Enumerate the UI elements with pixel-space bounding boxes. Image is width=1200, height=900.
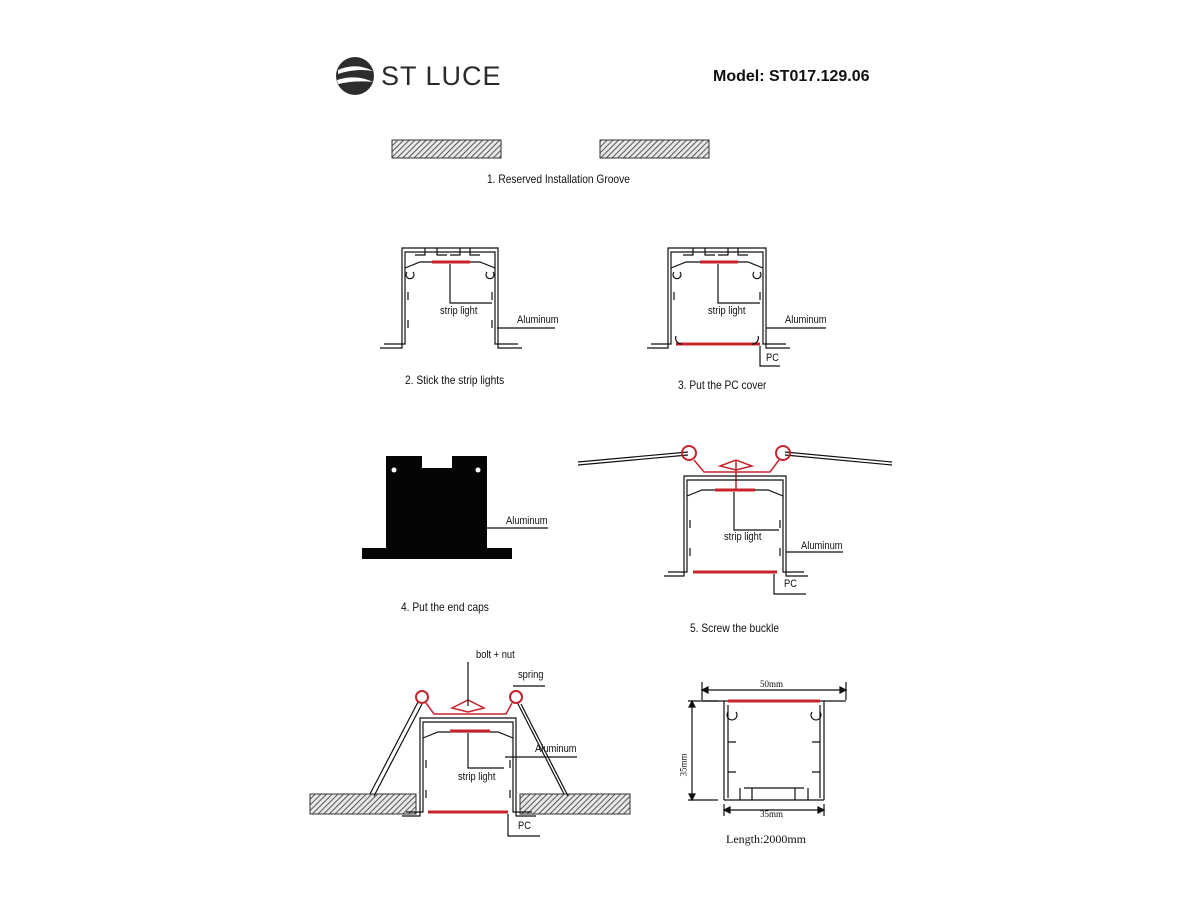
step6-installed bbox=[309, 662, 631, 837]
step6-pc-label: PC bbox=[518, 820, 531, 832]
step6-bolt-nut-label: bolt + nut bbox=[476, 649, 515, 661]
step2-aluminum-label: Aluminum bbox=[517, 314, 559, 326]
step1-caption: 1. Reserved Installation Groove bbox=[487, 172, 630, 186]
step3-aluminum-label: Aluminum bbox=[785, 314, 827, 326]
step5-aluminum-label: Aluminum bbox=[801, 540, 843, 552]
step3-caption: 3. Put the PC cover bbox=[678, 378, 767, 392]
step3-strip-light-label: strip light bbox=[708, 305, 746, 317]
step5-strip-light-label: strip light bbox=[724, 531, 762, 543]
step6-aluminum-label: Aluminum bbox=[535, 743, 577, 755]
brand-name: ST LUCE bbox=[381, 60, 502, 91]
step4-aluminum-label: Aluminum bbox=[506, 515, 548, 527]
step5-caption: 5. Screw the buckle bbox=[690, 621, 780, 635]
dimension-width-top: 50mm bbox=[760, 679, 784, 689]
brand-logo-icon bbox=[336, 57, 374, 95]
step3-pc-label: PC bbox=[766, 352, 779, 364]
dimension-height: 35mm bbox=[678, 753, 689, 777]
model-number: Model: ST017.129.06 bbox=[713, 68, 870, 85]
dimension-drawing bbox=[688, 682, 848, 816]
dimension-width-bottom: 35mm bbox=[760, 809, 784, 819]
step6-strip-light-label: strip light bbox=[458, 771, 496, 783]
step5-buckle bbox=[577, 445, 893, 595]
step4-caption: 4. Put the end caps bbox=[401, 600, 489, 614]
step2-caption: 2. Stick the strip lights bbox=[405, 373, 505, 387]
step6-spring-label: spring bbox=[518, 669, 544, 681]
step5-pc-label: PC bbox=[784, 578, 797, 590]
step2-profile bbox=[380, 247, 555, 349]
step2-strip-light-label: strip light bbox=[440, 305, 478, 317]
brand: ST LUCE bbox=[335, 56, 502, 96]
step4-end-cap bbox=[362, 456, 548, 559]
step3-profile bbox=[647, 247, 826, 367]
step1-groove bbox=[391, 139, 710, 159]
length-note: Length:2000mm bbox=[726, 832, 806, 846]
